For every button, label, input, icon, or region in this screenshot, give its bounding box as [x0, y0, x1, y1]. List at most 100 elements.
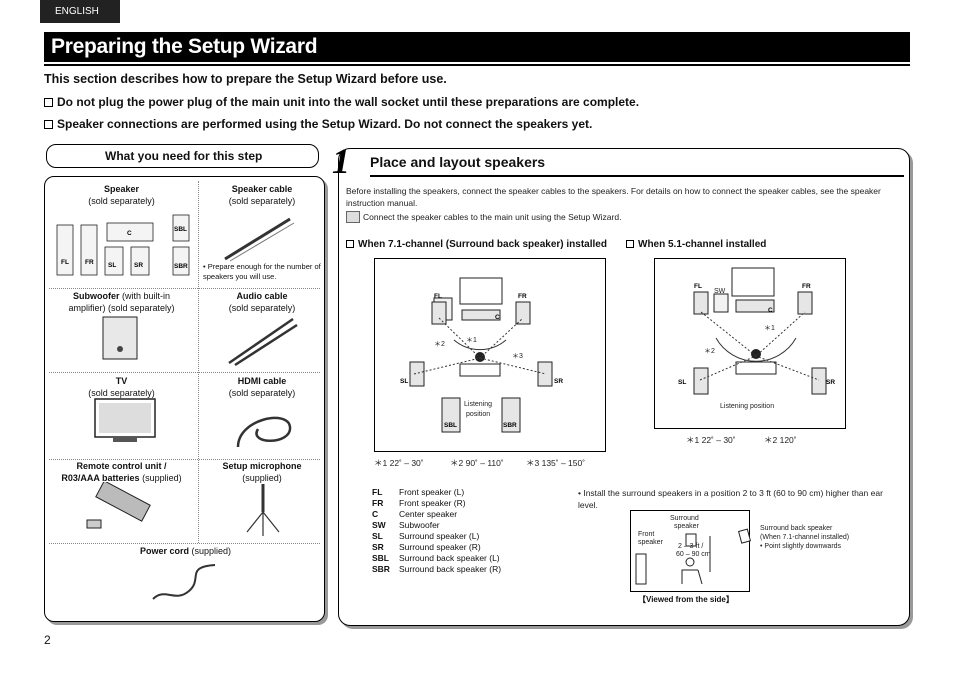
layout-51-diagram: FL FR SW C SL SR Listening position ＊2 ＊…	[654, 258, 846, 429]
label-fr: FR	[518, 293, 527, 300]
label-c: C	[495, 314, 500, 321]
divider	[49, 288, 320, 289]
label-sl: SL	[678, 379, 686, 386]
step-title: Place and layout speakers	[370, 154, 546, 170]
angle-note-51-2: ＊2 120˚	[764, 435, 797, 445]
item-tv: TV(sold separately)	[88, 376, 155, 398]
checkbox-icon	[346, 240, 354, 248]
note-power-plug: Do not plug the power plug of the main u…	[44, 95, 639, 109]
checkbox-icon	[626, 240, 634, 248]
label-c: C	[768, 307, 773, 314]
layout-51-title: When 5.1-channel installed	[626, 239, 766, 250]
intro-text: This section describes how to prepare th…	[44, 72, 447, 86]
page-number: 2	[44, 633, 51, 647]
height-note: • Install the surround speakers in a pos…	[578, 488, 883, 510]
label-sr: SR	[826, 379, 835, 386]
pencil-icon	[346, 211, 360, 223]
divider	[198, 181, 199, 543]
speakers-illustration: FL FR C SL SR SBL SBR	[56, 214, 190, 276]
item-power-cord: Power cord (supplied)	[139, 546, 232, 556]
item-speaker-cable: Speaker cable(sold separately)	[228, 184, 296, 206]
label-fl: FL	[694, 283, 702, 290]
step-memo: Connect the speaker cables to the main u…	[346, 211, 621, 223]
side-view-caption: 【Viewed from the side】	[638, 595, 734, 604]
distance-label-1: 2 – 3 ft /	[678, 543, 703, 550]
label-sbl: SBL	[444, 422, 457, 429]
language-tab: ENGLISH	[40, 0, 120, 23]
label-c: C	[127, 230, 132, 237]
divider	[49, 459, 320, 460]
mark-2: ＊2	[434, 341, 445, 348]
front-speaker-label-1: Front	[638, 531, 654, 538]
item-setup-mic: Setup microphone(supplied)	[222, 461, 302, 483]
hdmi-cable-icon	[236, 416, 292, 448]
surround-speaker-label-2: speaker	[674, 523, 700, 530]
surround-back-note: Surround back speaker (When 7.1-channel …	[760, 525, 850, 550]
title-rule	[44, 64, 910, 66]
setup-microphone-icon	[246, 484, 280, 536]
divider	[49, 543, 320, 544]
speaker-cable-note: • Prepare enough for the number of speak…	[203, 262, 321, 281]
label-fl: FL	[61, 259, 69, 266]
angle-note-51-1: ＊1 22˚ – 30˚	[686, 435, 736, 445]
speaker-cable-icon	[224, 217, 295, 262]
angle-note-71-3: ＊3 135˚ – 150˚	[526, 458, 586, 468]
step-description: Before installing the speakers, connect …	[346, 186, 881, 208]
label-fr: FR	[85, 259, 94, 266]
label-sl: SL	[400, 378, 408, 385]
checkbox-icon	[44, 120, 53, 129]
distance-label-2: 60 – 90 cm	[676, 551, 711, 558]
surround-back-speaker-icon	[738, 528, 752, 544]
front-speaker-label-2: speaker	[638, 539, 664, 546]
surround-speaker-label-1: Surround	[670, 515, 699, 522]
label-sbr: SBR	[503, 422, 517, 429]
item-hdmi-cable: HDMI cable(sold separately)	[228, 376, 296, 398]
note-text: Do not plug the power plug of the main u…	[57, 95, 640, 109]
power-cord-icon	[152, 564, 216, 600]
mark-1: ＊1	[764, 325, 775, 332]
label-sbr: SBR	[174, 263, 188, 270]
note-speaker-connections: Speaker connections are performed using …	[44, 117, 592, 131]
remote-control-icon	[86, 482, 151, 529]
item-remote: Remote control unit /R03/AAA batteries (…	[61, 461, 182, 483]
item-audio-cable: Audio cable(sold separately)	[228, 291, 296, 313]
subwoofer-icon	[102, 316, 138, 360]
mark-2: ＊2	[704, 348, 715, 355]
label-sr: SR	[134, 262, 143, 269]
label-sbl: SBL	[174, 226, 187, 233]
step-rule	[370, 175, 904, 177]
mark-1: ＊1	[466, 337, 477, 344]
listening-label: Listening	[464, 401, 492, 408]
note-text: Speaker connections are performed using …	[57, 117, 593, 131]
label-sr: SR	[554, 378, 563, 385]
angle-note-71-2: ＊2 90˚ – 110˚	[450, 458, 504, 468]
needs-panel: Speaker(sold separately) Speaker cable(s…	[44, 176, 325, 622]
angle-note-71-1: ＊1 22˚ – 30˚	[374, 458, 424, 468]
page-title: Preparing the Setup Wizard	[44, 32, 910, 62]
item-speaker: Speaker(sold separately)	[88, 184, 155, 206]
needs-tab: What you need for this step	[46, 144, 319, 168]
checkbox-icon	[44, 98, 53, 107]
listening-position-label: Listening position	[720, 403, 774, 410]
tv-icon	[94, 398, 156, 442]
label-sl: SL	[108, 262, 116, 269]
mark-3: ＊3	[512, 353, 523, 360]
step-number: 1	[332, 141, 350, 181]
position-label: position	[466, 411, 490, 418]
divider	[49, 372, 320, 373]
label-sw: SW	[714, 288, 726, 295]
label-fr: FR	[802, 283, 811, 290]
layout-71-diagram: FL FR C SL SR SBL SBR Listening position…	[374, 258, 606, 452]
layout-71-title: When 7.1-channel (Surround back speaker)…	[346, 239, 607, 250]
label-fl: FL	[434, 293, 442, 300]
audio-cable-icon	[228, 317, 298, 367]
